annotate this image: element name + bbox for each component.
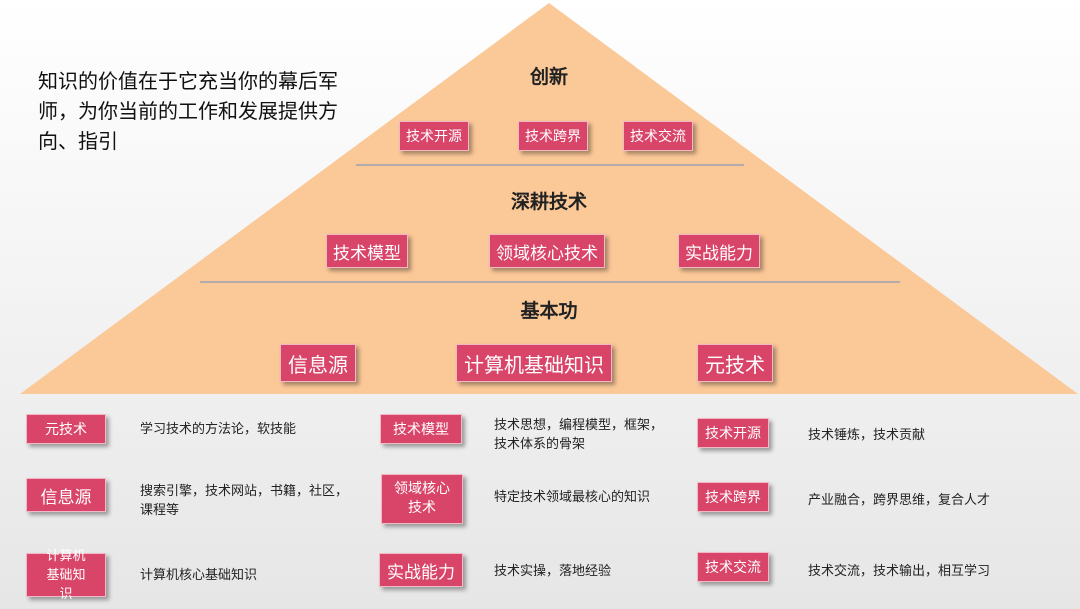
- legend-tag-tech-open-source: 技术开源: [697, 418, 769, 448]
- legend-desc-tech-open-source: 技术锤炼，技术贡献: [808, 428, 926, 443]
- pyramid-shape: [20, 3, 1078, 394]
- layer-title-deep-tech: 深耕技术: [510, 191, 588, 213]
- legend-desc-meta-tech: 学习技术的方法论，软技能: [140, 422, 297, 437]
- pyramid-diagram: [20, 3, 1078, 394]
- legend-desc-tech-crossover: 产业融合，跨界思维，复合人才: [808, 493, 991, 508]
- legend-tag-tech-exchange: 技术交流: [697, 552, 769, 582]
- legend-desc-info-source: 搜索引擎，技术网站，书籍，社区，课程等: [140, 484, 349, 518]
- tag-practical-ability: 实战能力: [678, 234, 760, 268]
- legend-desc-tech-exchange: 技术交流，技术输出，相互学习: [808, 564, 991, 579]
- tag-domain-core-tech: 领域核心技术: [489, 234, 605, 268]
- layer-title-innovation: 创新: [529, 66, 569, 88]
- tag-meta-tech: 元技术: [697, 344, 773, 382]
- tag-cs-fundamentals: 计算机基础知识: [456, 344, 612, 382]
- legend-desc-practical-ability: 技术实操，落地经验: [494, 564, 612, 579]
- tag-tech-exchange: 技术交流: [623, 121, 693, 151]
- legend-tag-tech-model: 技术模型: [380, 414, 462, 444]
- legend-desc-cs-fundamentals: 计算机核心基础知识: [140, 568, 258, 583]
- legend-tag-meta-tech: 元技术: [26, 414, 106, 444]
- legend-tag-practical-ability: 实战能力: [379, 553, 463, 587]
- legend-desc-tech-model: 技术思想，编程模型，框架，技术体系的骨架: [494, 418, 664, 452]
- tag-tech-open-source: 技术开源: [399, 121, 469, 151]
- tag-tech-model: 技术模型: [326, 234, 408, 268]
- legend-tag-info-source: 信息源: [26, 478, 106, 512]
- legend-desc-domain-core-tech: 特定技术领域最核心的知识: [494, 490, 651, 505]
- tag-info-source: 信息源: [280, 344, 356, 382]
- tag-tech-crossover: 技术跨界: [518, 121, 588, 151]
- legend-tag-tech-crossover: 技术跨界: [697, 482, 769, 512]
- intro-text: 知识的价值在于它充当你的幕后军师，为你当前的工作和发展提供方向、指引: [38, 69, 338, 153]
- layer-title-fundamentals: 基本功: [520, 300, 578, 322]
- legend-tag-domain-core-tech: 领域核心技术: [381, 474, 463, 524]
- legend-tag-cs-fundamentals: 计算机基础知识: [26, 549, 106, 602]
